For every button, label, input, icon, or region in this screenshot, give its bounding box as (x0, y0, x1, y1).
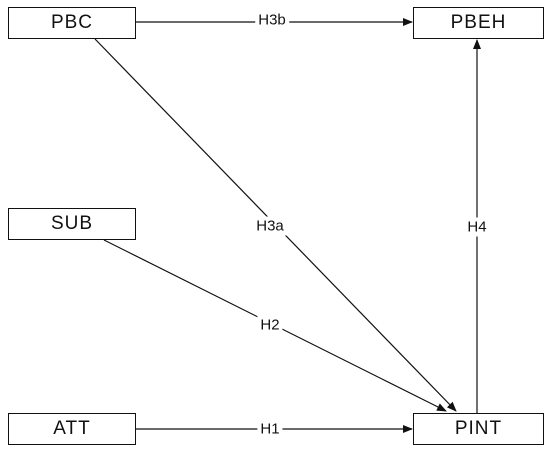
edge-label-h4: H4 (464, 217, 490, 237)
edge-label-h1: H1 (257, 419, 283, 439)
node-pint-label: PINT (454, 418, 503, 439)
node-pbc-label: PBC (50, 12, 94, 33)
node-sub-label: SUB (50, 213, 94, 234)
node-sub: SUB (8, 208, 136, 240)
node-pint: PINT (413, 413, 544, 445)
node-pbeh: PBEH (413, 7, 544, 39)
node-pbeh-label: PBEH (450, 12, 507, 33)
edge-label-h3a: H3a (253, 216, 287, 236)
edge-label-h2: H2 (257, 315, 283, 335)
node-pbc: PBC (8, 7, 136, 39)
node-att: ATT (8, 413, 136, 445)
node-att-label: ATT (53, 418, 91, 439)
edge-label-h3b: H3b (255, 10, 289, 30)
